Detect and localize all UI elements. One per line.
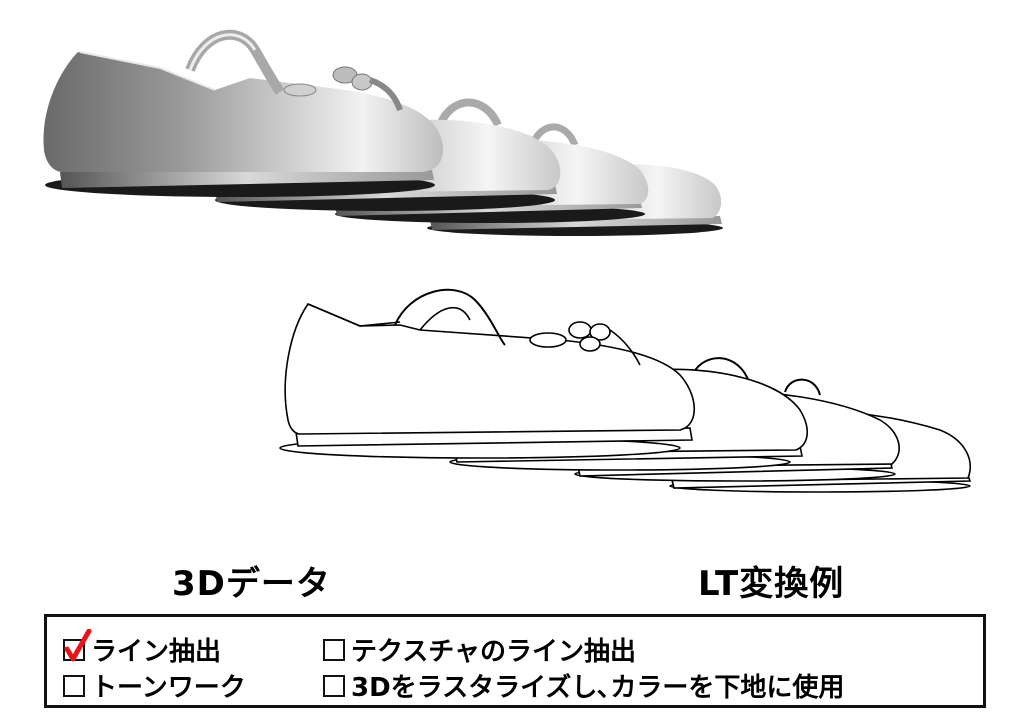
caption-3d-data: 3Dデータ xyxy=(172,564,331,604)
option-tone-work[interactable]: トーンワーク xyxy=(63,667,246,704)
caption-lt-conversion: LT変換例 xyxy=(698,564,845,604)
option-label: テクスチャのライン抽出 xyxy=(351,637,636,667)
shaded-shoe-1 xyxy=(43,29,444,197)
bow-ornament xyxy=(283,66,403,112)
option-label: 3Dをラスタライズし､カラーを下地に使用 xyxy=(351,673,845,703)
option-texture-line-extraction[interactable]: テクスチャのライン抽出 xyxy=(323,631,636,668)
option-rasterize-color[interactable]: 3Dをラスタライズし､カラーを下地に使用 xyxy=(323,667,844,704)
option-label: ライン抽出 xyxy=(91,637,222,667)
shoe-illustration xyxy=(43,29,972,493)
lineart-shoe-1 xyxy=(279,288,695,459)
checkbox-rasterize-color[interactable] xyxy=(323,674,345,697)
option-label: トーンワーク xyxy=(91,673,246,703)
lineart-bow-ornament xyxy=(529,321,641,366)
checkbox-line-extraction[interactable] xyxy=(63,628,92,661)
checkbox-tone-work[interactable] xyxy=(63,674,85,697)
checkmark-icon xyxy=(64,628,92,661)
lineart-shoes xyxy=(279,288,972,493)
option-line-extraction[interactable]: ライン抽出 xyxy=(63,628,222,668)
options-panel: ライン抽出 テクスチャのライン抽出 トーンワーク 3Dをラスタライズし､カラーを… xyxy=(44,614,986,708)
checkbox-texture-line-extraction[interactable] xyxy=(323,638,345,661)
shaded-shoes xyxy=(43,29,723,236)
